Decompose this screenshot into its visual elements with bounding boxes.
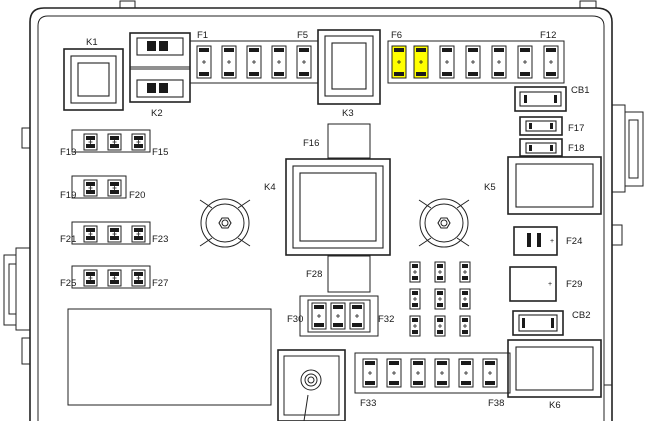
label-f24: F24 bbox=[566, 236, 582, 247]
label-f27: F27 bbox=[152, 278, 168, 289]
fuse-f24: + F24 bbox=[513, 226, 582, 256]
label-k5: K5 bbox=[484, 182, 496, 193]
label-cb1: CB1 bbox=[571, 85, 589, 96]
label-f32: F32 bbox=[378, 314, 394, 325]
fuse-f12 bbox=[543, 45, 559, 79]
fuse-f4 bbox=[271, 45, 287, 79]
fuse-f10 bbox=[491, 45, 507, 79]
label-f12: F12 bbox=[540, 30, 556, 41]
label-f5: F5 bbox=[297, 30, 308, 41]
fuse-f27 bbox=[131, 269, 146, 287]
fuse-f7 bbox=[413, 45, 429, 79]
fuse-f2 bbox=[221, 45, 237, 79]
fuse-f35 bbox=[410, 358, 426, 388]
fuse-f37 bbox=[458, 358, 474, 388]
ground-stud bbox=[277, 349, 346, 422]
label-f17: F17 bbox=[568, 123, 584, 134]
fuse-f8 bbox=[439, 45, 455, 79]
label-k4: K4 bbox=[264, 182, 276, 193]
fuse-group-f30-f32: F30 F32 bbox=[287, 295, 394, 337]
label-f20: F20 bbox=[129, 190, 145, 201]
stud-k5: K5 bbox=[418, 182, 496, 248]
label-f16: F16 bbox=[303, 138, 319, 149]
fuse-spare-2-1 bbox=[459, 288, 471, 310]
fuse-f25 bbox=[83, 269, 98, 287]
bottom-fuse-row: F33 F38 bbox=[354, 352, 511, 409]
fuse-f9 bbox=[465, 45, 481, 79]
label-f25: F25 bbox=[60, 278, 76, 289]
fuse-f3 bbox=[246, 45, 262, 79]
fuse-f36 bbox=[434, 358, 450, 388]
fuse-f5 bbox=[296, 45, 312, 79]
fuse-spare-0-2 bbox=[409, 315, 421, 337]
fuse-f31 bbox=[330, 302, 346, 330]
fuse-f18: F18 bbox=[519, 138, 584, 157]
label-f30: F30 bbox=[287, 314, 303, 325]
fuse-f20 bbox=[107, 179, 122, 197]
fuse-f38 bbox=[482, 358, 498, 388]
fuse-f1 bbox=[196, 45, 212, 79]
label-f29: F29 bbox=[566, 279, 582, 290]
svg-text:+: + bbox=[548, 281, 552, 288]
housing-outline bbox=[3, 0, 644, 421]
fuse-f16: F16 bbox=[303, 123, 371, 159]
left-fuse-groups: F13 F15 F19 F20 F21 F23 F25 F27 bbox=[60, 129, 168, 289]
blank-panel bbox=[67, 308, 272, 406]
label-k1: K1 bbox=[86, 37, 98, 48]
fuse-f11 bbox=[517, 45, 533, 79]
label-f15: F15 bbox=[152, 147, 168, 158]
fuse-f21 bbox=[83, 225, 98, 243]
fuse-spare-2-2 bbox=[459, 315, 471, 337]
fuse-spare-1-0 bbox=[434, 261, 446, 283]
relay-k3: K3 bbox=[317, 29, 381, 119]
fuse-f13 bbox=[83, 133, 98, 151]
fuse-f28: F28 bbox=[306, 255, 371, 293]
label-f6: F6 bbox=[391, 30, 402, 41]
relay-k6: K6 bbox=[507, 339, 602, 411]
label-f1: F1 bbox=[197, 30, 208, 41]
fuse-f30 bbox=[311, 302, 327, 330]
label-f19: F19 bbox=[60, 190, 76, 201]
label-f33: F33 bbox=[360, 398, 376, 409]
fuse-f17: F17 bbox=[519, 116, 584, 136]
label-f21: F21 bbox=[60, 234, 76, 245]
relay-k1: K1 bbox=[63, 37, 124, 111]
label-k3: K3 bbox=[342, 108, 354, 119]
fuse-f22 bbox=[107, 225, 122, 243]
relay-k2: K2 bbox=[129, 32, 191, 119]
fuse-f14 bbox=[107, 133, 122, 151]
fuse-f19 bbox=[83, 179, 98, 197]
breaker-cb1: CB1 bbox=[514, 85, 589, 112]
fuse-spare-1-2 bbox=[434, 315, 446, 337]
fuse-f32 bbox=[349, 302, 365, 330]
label-f28: F28 bbox=[306, 269, 322, 280]
label-f13: F13 bbox=[60, 147, 76, 158]
svg-text:+: + bbox=[550, 238, 554, 245]
label-k2: K2 bbox=[151, 108, 163, 119]
stud-k4: K4 bbox=[199, 182, 276, 248]
fuse-f26 bbox=[107, 269, 122, 287]
fuse-f15 bbox=[131, 133, 146, 151]
top-fuse-row: F1 F5 F6 F12 bbox=[189, 30, 565, 84]
label-f38: F38 bbox=[488, 398, 504, 409]
label-f18: F18 bbox=[568, 143, 584, 154]
fuse-f34 bbox=[386, 358, 402, 388]
spare-fuse-grid bbox=[409, 261, 471, 337]
fuse-f23 bbox=[131, 225, 146, 243]
label-f23: F23 bbox=[152, 234, 168, 245]
fuse-spare-0-1 bbox=[409, 288, 421, 310]
fuse-spare-1-1 bbox=[434, 288, 446, 310]
label-cb2: CB2 bbox=[572, 310, 590, 321]
fuse-f6 bbox=[391, 45, 407, 79]
relay-socket-right-upper bbox=[507, 156, 602, 215]
central-relay-block bbox=[285, 158, 391, 256]
breaker-cb2: CB2 bbox=[512, 310, 590, 336]
fuse-f33 bbox=[362, 358, 378, 388]
fuse-spare-2-0 bbox=[459, 261, 471, 283]
label-k6: K6 bbox=[549, 400, 561, 411]
fuse-f29: + F29 bbox=[509, 266, 582, 302]
fuse-spare-0-0 bbox=[409, 261, 421, 283]
